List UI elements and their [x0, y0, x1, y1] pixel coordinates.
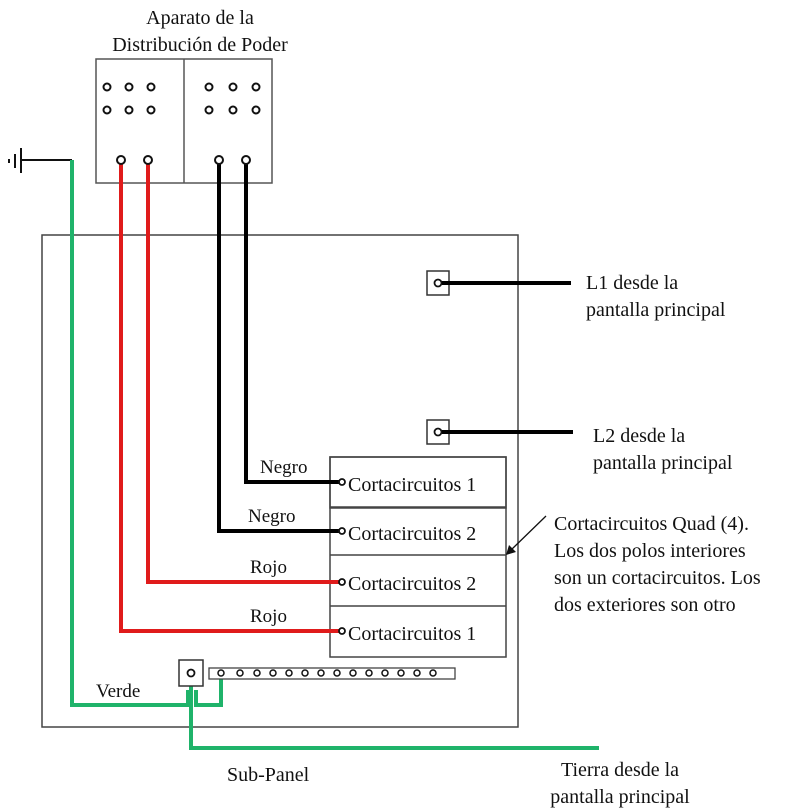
l1-label-line1: L1 desde la [586, 272, 678, 294]
ground-label-line1: Tierra desde la [561, 759, 679, 781]
breaker-label-1: Cortacircuitos 1 [348, 474, 476, 496]
ground-bar [178, 659, 456, 687]
quad-note-line3: son un cortacircuitos. Los [554, 567, 761, 589]
device-title-line2: Distribución de Poder [112, 34, 288, 56]
wire-label-negro-2: Negro [248, 506, 295, 527]
wire-black-outer [217, 160, 340, 533]
wire-green-device-ground [70, 160, 190, 707]
device-terminals [116, 155, 251, 165]
ground-symbol-icon [8, 148, 72, 173]
wire-label-negro-1: Negro [260, 457, 307, 478]
wire-green-jumper [194, 676, 223, 707]
breaker-label-2: Cortacircuitos 2 [348, 523, 476, 545]
quad-note-line1: Cortacircuitos Quad (4). [554, 513, 749, 535]
quad-note-pointer [506, 515, 547, 555]
breaker-label-3: Cortacircuitos 2 [348, 573, 476, 595]
l1-terminal [426, 270, 450, 296]
sub-panel-box [41, 234, 519, 728]
wire-black-inner [244, 160, 340, 484]
device-title-line1: Aparato de la [146, 7, 254, 29]
l2-label-line2: pantalla principal [593, 452, 733, 474]
wire-red-outer [119, 160, 340, 633]
quad-breaker [329, 456, 507, 658]
ground-label-line2: pantalla principal [550, 786, 690, 808]
breaker-label-4: Cortacircuitos 1 [348, 623, 476, 645]
subpanel-label: Sub-Panel [227, 764, 310, 786]
outlet-holes-right [204, 82, 261, 115]
wire-label-rojo-2: Rojo [250, 606, 287, 627]
l2-terminal [426, 419, 450, 445]
quad-note-line4: dos exteriores son otro [554, 594, 736, 616]
outlet-holes-left [102, 82, 156, 115]
wire-label-verde: Verde [96, 681, 140, 702]
wire-label-rojo-1: Rojo [250, 557, 287, 578]
wire-green-main-ground [189, 680, 599, 750]
wire-red-inner [146, 160, 340, 584]
quad-note-line2: Los dos polos interiores [554, 540, 746, 562]
l2-label-line1: L2 desde la [593, 425, 685, 447]
breaker-terminals [338, 478, 346, 635]
l1-label-line2: pantalla principal [586, 299, 726, 321]
